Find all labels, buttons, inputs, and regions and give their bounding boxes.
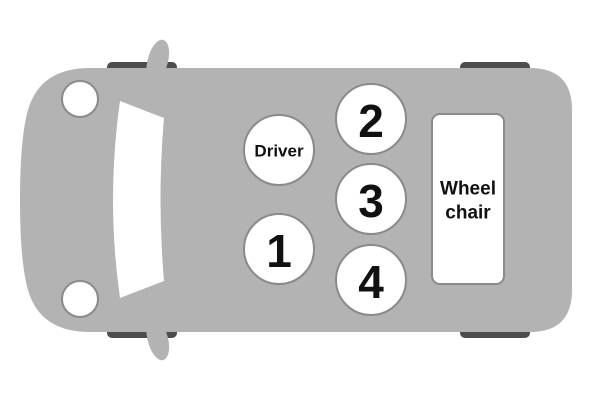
headlights: [61, 80, 99, 318]
driver-seat: Driver: [243, 114, 315, 186]
seat-2-circle: [335, 83, 407, 155]
wheelchair-label-line2: chair: [445, 203, 491, 224]
seat-4-circle: [335, 244, 407, 316]
seat-3: 3: [335, 163, 407, 235]
driver-seat-circle: [243, 114, 315, 186]
seat-1: 1: [243, 213, 315, 285]
seat-2: 2: [335, 83, 407, 155]
headlight-top: [61, 80, 99, 118]
mirror-bottom: [146, 328, 170, 361]
seat-1-label: 1: [266, 225, 292, 277]
driver-seat-label: Driver: [254, 142, 304, 161]
seat-4: 4: [335, 244, 407, 316]
wheelchair-space-box: [431, 113, 505, 285]
seat-3-label: 3: [358, 175, 384, 227]
mirror-top: [146, 39, 170, 72]
seat-2-label: 2: [358, 95, 384, 147]
side-mirrors: [146, 39, 170, 361]
wheelchair-space: Wheel chair: [431, 113, 505, 285]
seat-1-circle: [243, 213, 315, 285]
wheelchair-label-line1: Wheel: [440, 179, 496, 200]
windshield: [113, 101, 164, 298]
seat-3-circle: [335, 163, 407, 235]
headlight-bottom: [61, 280, 99, 318]
seat-4-label: 4: [358, 256, 384, 308]
